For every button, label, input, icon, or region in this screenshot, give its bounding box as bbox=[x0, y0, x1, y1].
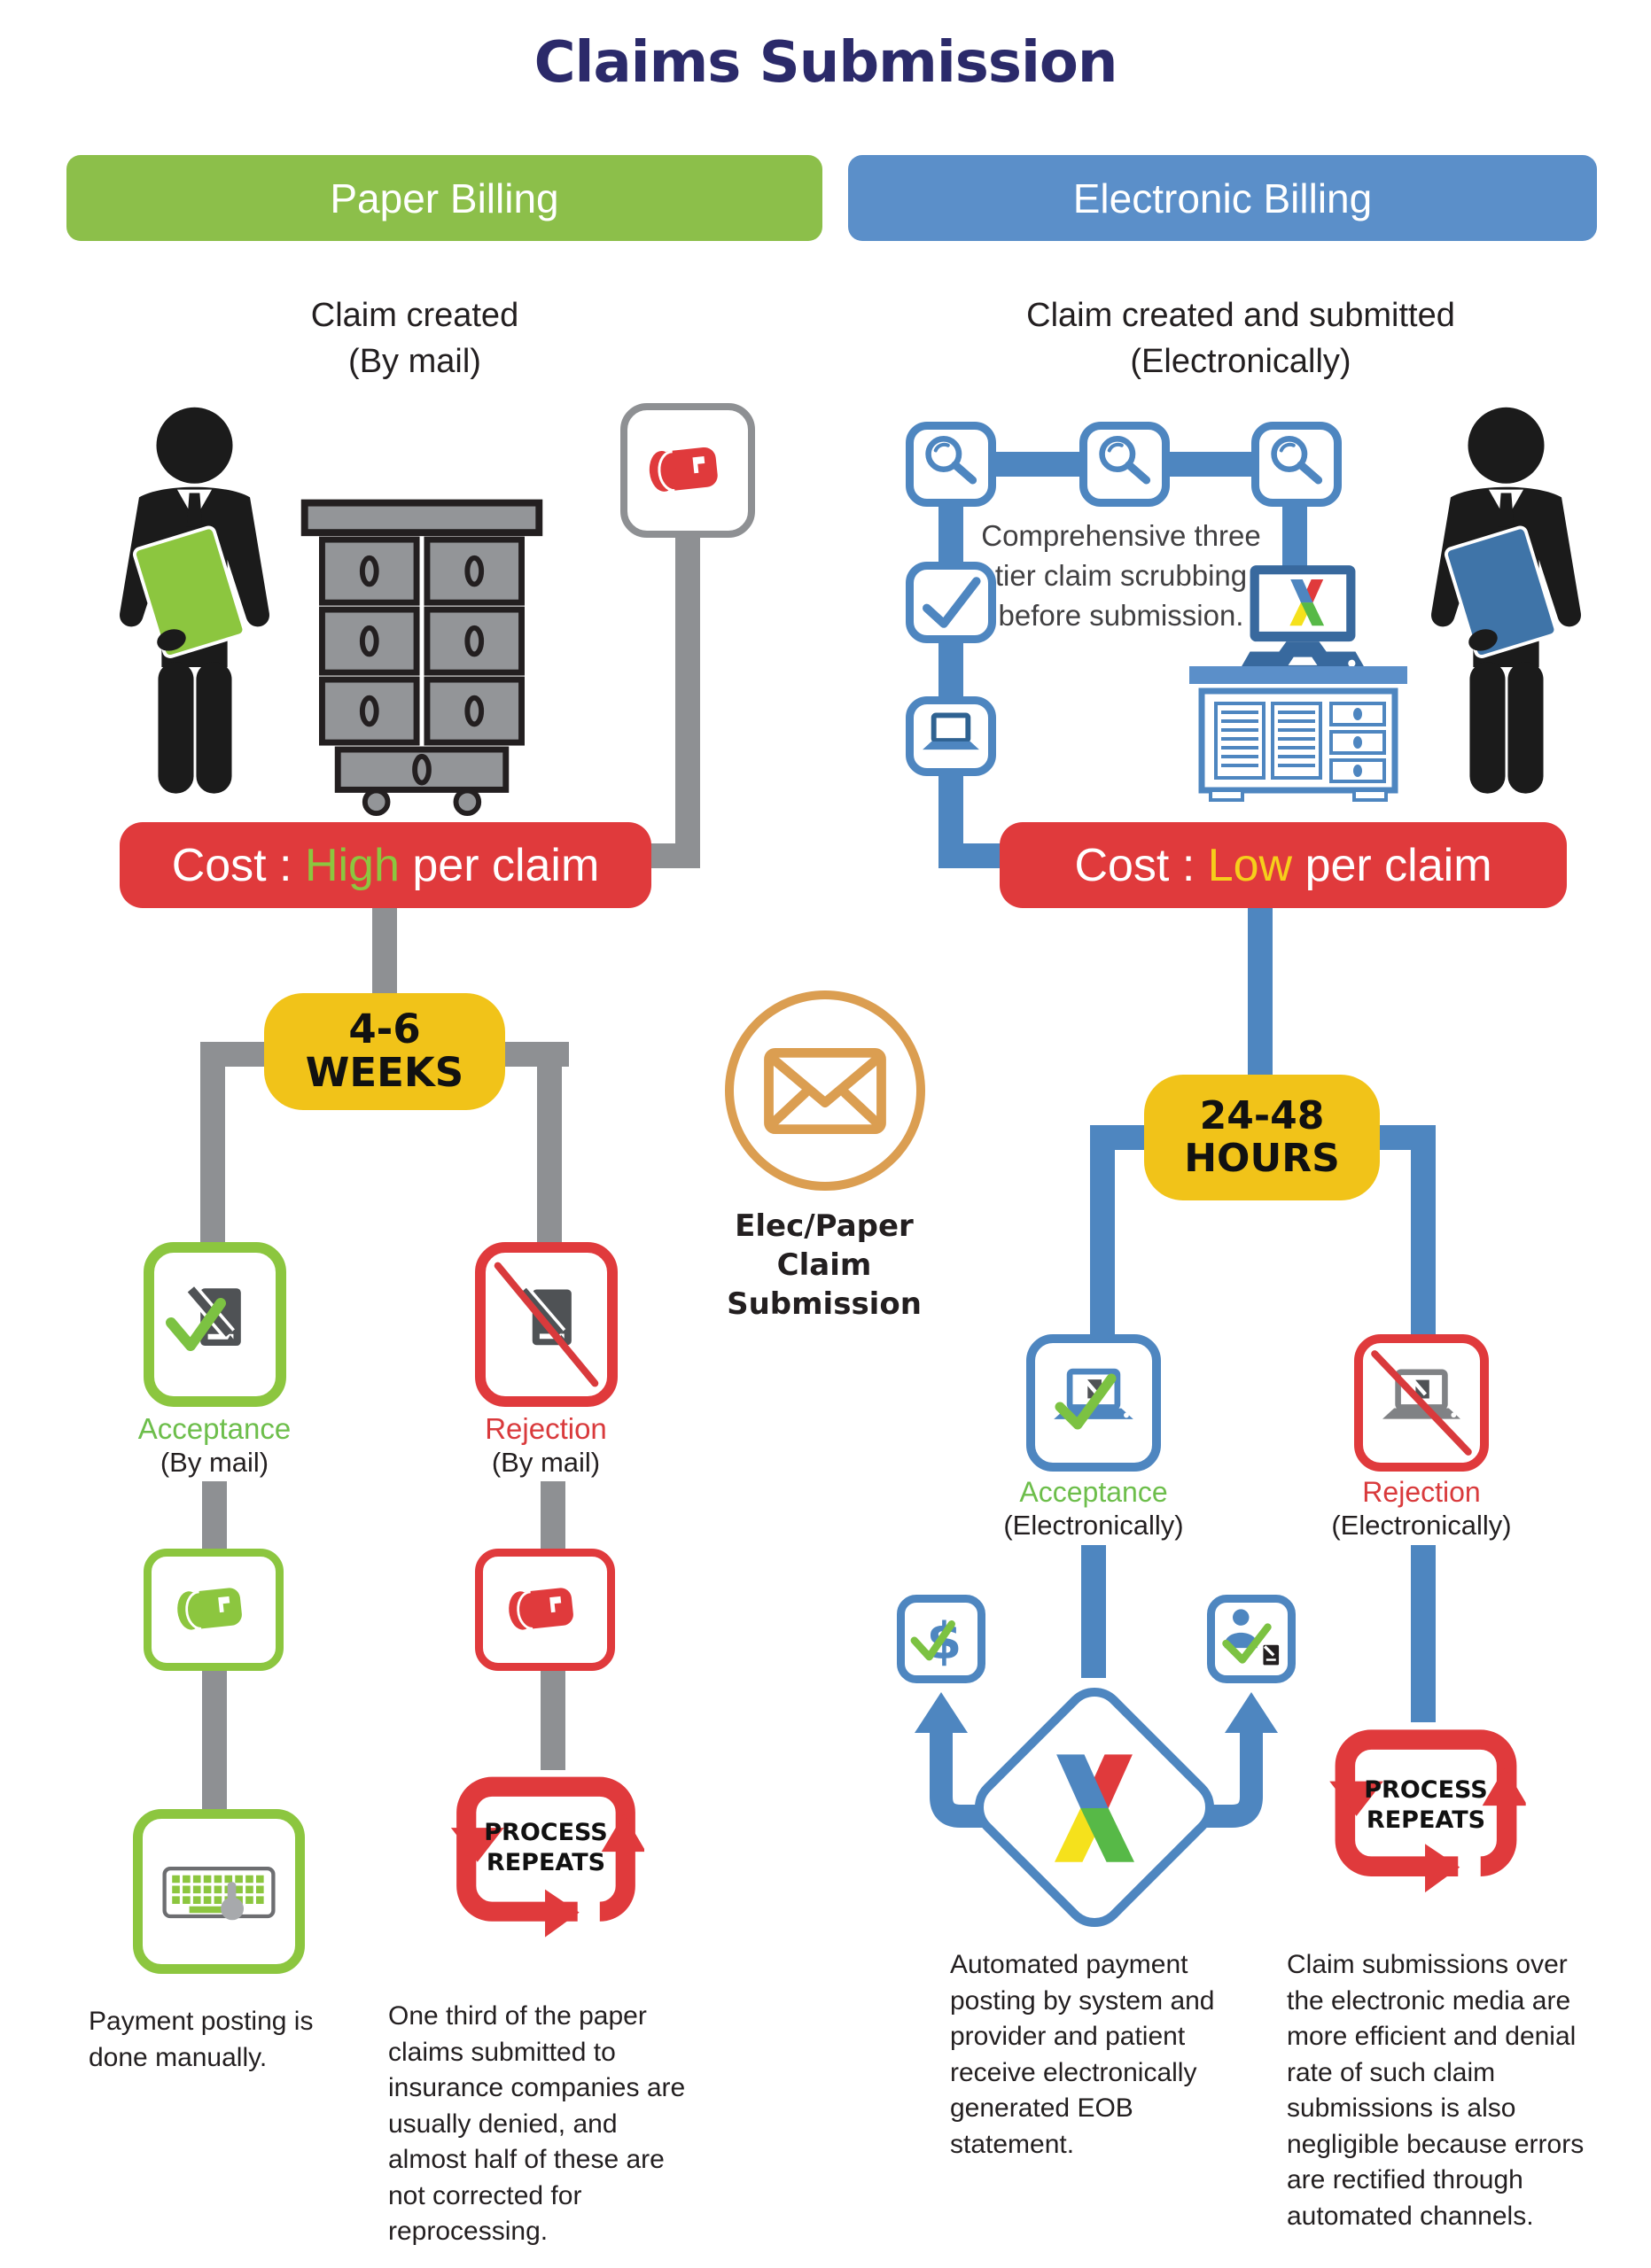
connector bbox=[1411, 1545, 1436, 1722]
envelope-icon bbox=[756, 1040, 894, 1142]
electronic-process-repeats-label: PROCESS REPEATS bbox=[1364, 1776, 1488, 1834]
dollar-check-icon bbox=[904, 1602, 978, 1676]
paper-process-repeats-label: PROCESS REPEATS bbox=[484, 1819, 608, 1876]
laptop-check-icon bbox=[1044, 1354, 1143, 1453]
rejection-mail-node bbox=[475, 1549, 615, 1671]
magnifier-icon bbox=[1088, 428, 1161, 501]
acceptance-mail-node bbox=[144, 1549, 284, 1671]
electronic-cost-value: Low bbox=[1207, 839, 1293, 891]
page-title: Claims Submission bbox=[533, 30, 1118, 96]
mailbox-icon bbox=[167, 1576, 260, 1643]
connector bbox=[202, 1481, 227, 1549]
paper-cost-value: High bbox=[304, 839, 400, 891]
scrub-tier-1-node bbox=[906, 422, 996, 507]
patient-check-icon bbox=[1214, 1602, 1289, 1676]
electronic-acceptance-node bbox=[1026, 1334, 1161, 1472]
magnifier-icon bbox=[1260, 428, 1333, 501]
paper-duration-badge: 4-6 WEEKS bbox=[264, 993, 505, 1110]
paper-payment-note: Payment posting is done manually. bbox=[89, 2007, 314, 2072]
paper-billing-header: Paper Billing bbox=[66, 155, 822, 241]
connector bbox=[541, 1669, 565, 1770]
connector bbox=[537, 1042, 562, 1244]
connector bbox=[1168, 452, 1253, 477]
biller-person-icon bbox=[1411, 403, 1601, 815]
mail-submission-node bbox=[620, 403, 755, 538]
connector bbox=[938, 640, 963, 698]
connector bbox=[1081, 1545, 1106, 1678]
x-logo-icon bbox=[1034, 1747, 1155, 1868]
laptop-icon bbox=[914, 699, 988, 773]
connector bbox=[541, 1481, 565, 1549]
connector bbox=[1248, 908, 1273, 1076]
monitor-x-logo-icon bbox=[1230, 563, 1375, 671]
mailbox-icon bbox=[499, 1576, 591, 1643]
scrub-tier-2-node bbox=[1079, 422, 1170, 507]
connector bbox=[645, 843, 700, 868]
scrubbing-note: Comprehensive three tier claim scrubbing… bbox=[981, 519, 1261, 632]
laptop-submit-node bbox=[906, 696, 996, 776]
payment-node bbox=[897, 1595, 985, 1683]
manual-posting-node bbox=[133, 1809, 305, 1974]
paper-rejection-node bbox=[475, 1242, 618, 1407]
electronic-billing-header-label: Electronic Billing bbox=[1072, 175, 1373, 221]
paper-claim-heading: Claim created (By mail) bbox=[310, 297, 519, 381]
mailbox-icon bbox=[639, 435, 736, 506]
connector bbox=[202, 1669, 227, 1809]
connector bbox=[1090, 1125, 1115, 1334]
connector bbox=[938, 843, 1008, 868]
connector bbox=[1282, 505, 1307, 567]
connector bbox=[200, 1042, 225, 1244]
electronic-acceptance-label: Acceptance (Electronically) bbox=[1003, 1476, 1184, 1541]
electronic-billing-header: Electronic Billing bbox=[848, 155, 1597, 241]
slash-icon bbox=[1363, 1343, 1480, 1463]
electronic-claim-heading: Claim created and submitted (Electronica… bbox=[1026, 297, 1455, 381]
paper-rejection-label: Rejection (By mail) bbox=[485, 1412, 607, 1478]
validation-node bbox=[906, 562, 996, 643]
connector bbox=[372, 908, 397, 995]
claim-submission-circle bbox=[725, 990, 925, 1191]
claim-submission-label: Elec/Paper Claim Submission bbox=[727, 1208, 922, 1323]
keyboard-hand-icon bbox=[157, 1845, 281, 1938]
paper-acceptance-node bbox=[144, 1242, 286, 1407]
biller-person-icon bbox=[99, 403, 290, 815]
paper-acceptance-label: Acceptance (By mail) bbox=[137, 1412, 292, 1478]
slash-icon bbox=[486, 1253, 607, 1396]
document-pen-check-icon bbox=[162, 1271, 269, 1378]
desk-cabinet-icon bbox=[1189, 666, 1407, 810]
electronic-cost-bar: Cost : Low per claim bbox=[1000, 822, 1567, 908]
connector bbox=[1411, 1125, 1436, 1334]
electronic-payment-note: Automated payment posting by system and … bbox=[950, 1950, 1215, 2159]
connector bbox=[675, 538, 700, 868]
connector bbox=[938, 505, 963, 562]
electronic-rejection-label: Rejection (Electronically) bbox=[1331, 1476, 1512, 1541]
paper-billing-header-label: Paper Billing bbox=[330, 175, 559, 221]
magnifier-icon bbox=[915, 428, 987, 501]
patient-eob-node bbox=[1207, 1595, 1296, 1683]
electronic-rejection-node bbox=[1354, 1334, 1489, 1472]
connector bbox=[994, 452, 1081, 477]
scrub-tier-3-node bbox=[1251, 422, 1342, 507]
electronic-rejection-note: Claim submissions over the electronic me… bbox=[1287, 1950, 1585, 2231]
paper-cost-bar: Cost : High per claim bbox=[120, 822, 651, 908]
paper-rejection-note: One third of the paper claims submitted … bbox=[388, 2001, 686, 2246]
electronic-duration-badge: 24-48 HOURS bbox=[1144, 1075, 1380, 1200]
file-cabinet-icon bbox=[298, 477, 546, 818]
